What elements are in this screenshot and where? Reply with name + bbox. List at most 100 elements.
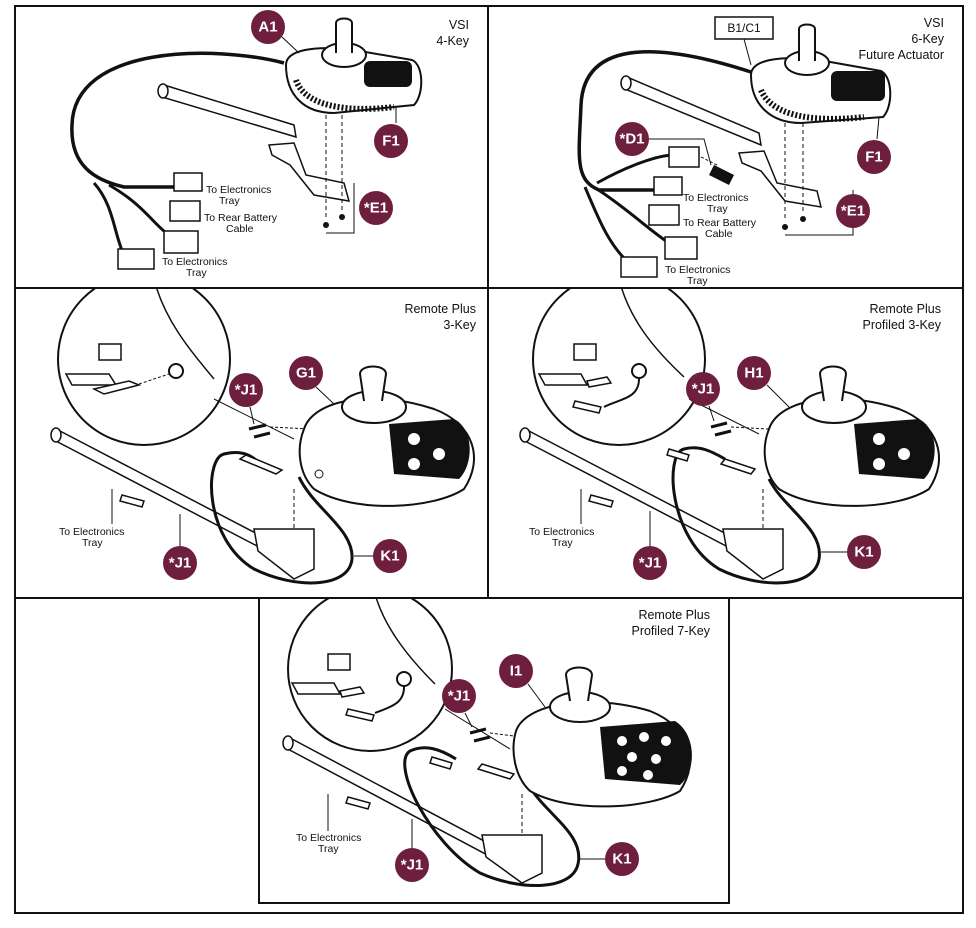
tube-end: [50, 427, 62, 443]
key-4: [627, 752, 637, 762]
inset-bracket: [98, 343, 122, 361]
inset-tube: [537, 373, 589, 386]
inset-cable-plug: [345, 708, 375, 722]
joystick-knob: [818, 365, 848, 402]
label-electronics-tray-b: Tray: [318, 843, 339, 855]
inset-bracket: [327, 653, 351, 671]
remote-plus-profiled-7key-illustration: Remote Plus Profiled 7-Key To Electronic…: [282, 586, 711, 887]
panel-remote-plus-profiled-7key: Remote Plus Profiled 7-Key To Electronic…: [258, 586, 730, 904]
badge-j1-bottom-label: *J1: [401, 857, 424, 874]
panel-remote-plus-3key: Remote Plus 3-Key To Electronics Tray: [14, 272, 489, 599]
inset-tube: [290, 682, 342, 695]
panel-remote-plus-profiled-3key: Remote Plus Profiled 3-Key To Electronic…: [489, 272, 964, 599]
badge-h1-label: H1: [744, 365, 763, 382]
label-rear-battery-a: To Rear Battery: [683, 217, 757, 229]
joystick-cable: [403, 746, 581, 887]
screw-2: [473, 735, 491, 743]
key-1: [617, 736, 627, 746]
controller-grip: [758, 88, 865, 122]
inset-bracket: [573, 343, 597, 361]
panel-vsi-6key: VSI 6-Key Future Actuator B1/C1 To Elect…: [489, 5, 964, 289]
badge-e1-label: *E1: [364, 200, 388, 217]
badge-j1-bottom: [163, 546, 197, 580]
inset-guide: [138, 373, 170, 385]
leader-d1: [649, 138, 712, 166]
badge-j1-top: [442, 679, 476, 713]
label-electronics-tray-1b: Tray: [219, 195, 240, 207]
cable-port: [314, 469, 324, 479]
inset-housing-edge: [374, 593, 436, 685]
keypad-3key: [389, 419, 470, 479]
badge-d1-label: *D1: [619, 131, 644, 148]
key-2: [898, 448, 910, 460]
screw-1: [710, 421, 728, 429]
tube-end: [620, 75, 632, 91]
panel-vsi-4key: VSI 4-Key To Electronics Tray To Rear Ba…: [14, 5, 489, 289]
diagram-frame: [14, 5, 964, 914]
label-electronics-tray-2a: To Electronics: [665, 264, 730, 276]
inset-socket: [168, 363, 184, 379]
badge-j1-bottom-label: *J1: [169, 555, 192, 572]
label-electronics-tray-a: To Electronics: [59, 526, 124, 538]
joystick-knob: [798, 23, 816, 61]
badge-i1: [499, 654, 533, 688]
label-rear-battery-b: Cable: [705, 228, 733, 240]
key-2: [639, 732, 649, 742]
leader-e1: [326, 183, 355, 234]
key-6: [617, 766, 627, 776]
panel-title-line1: Remote Plus: [869, 302, 941, 316]
joystick-knob: [335, 17, 353, 53]
badge-j1-bottom: [633, 546, 667, 580]
label-electronics-tray-1a: To Electronics: [206, 184, 271, 196]
cable-plug: [719, 458, 757, 475]
key-3: [873, 458, 885, 470]
detail-inset: [532, 272, 706, 446]
tube-plug: [588, 494, 614, 508]
label-electronics-tray-2b: Tray: [186, 267, 207, 279]
key-3: [408, 458, 420, 470]
joystick-knob: [564, 666, 594, 702]
panel-title-line1: Remote Plus: [638, 608, 710, 622]
tube-end: [157, 83, 169, 99]
key-1: [408, 433, 420, 445]
label-electronics-tray-2b: Tray: [687, 275, 708, 287]
screw-1: [469, 727, 487, 735]
leader-a1: [281, 36, 300, 54]
leader-i1: [527, 683, 546, 708]
badge-j1-top-label: *J1: [235, 382, 258, 399]
badge-k1: [605, 842, 639, 876]
key-2: [433, 448, 445, 460]
badge-j1-bottom: [395, 848, 429, 882]
cable-branch-middle: [108, 183, 170, 237]
connector-rear-battery: [648, 204, 680, 226]
inset-housing-edge: [618, 278, 685, 378]
label-electronics-tray-a: To Electronics: [296, 832, 361, 844]
label-electronics-tray-1a: To Electronics: [683, 192, 748, 204]
connector-electronics-lower: [620, 256, 658, 278]
actuator-plug: [709, 165, 734, 185]
keypad-3key: [854, 419, 935, 479]
label-rear-battery-b: Cable: [226, 223, 254, 235]
panel-title-line3: Future Actuator: [859, 48, 944, 62]
mounting-bracket: [722, 528, 784, 580]
screw-guide: [730, 426, 770, 430]
connector-rear-battery: [169, 200, 201, 222]
screw-2: [339, 214, 345, 220]
cable-plug: [476, 763, 516, 780]
cable-plug: [238, 454, 284, 475]
badge-g1-label: G1: [296, 365, 316, 382]
panel-title-line1: VSI: [449, 18, 469, 32]
panel-title-line2: 4-Key: [436, 34, 469, 48]
leader-g1: [315, 386, 335, 405]
remote-plus-profiled-3key-illustration: Remote Plus Profiled 3-Key To Electronic…: [519, 272, 942, 585]
key-7: [643, 770, 653, 780]
inset-leader: [213, 398, 295, 440]
tube-end: [282, 735, 294, 751]
panel-title-line2: 3-Key: [443, 318, 476, 332]
panel-title-line1: VSI: [924, 16, 944, 30]
leader-j1-top: [708, 405, 715, 422]
screw-2: [253, 431, 271, 439]
screw-1: [782, 224, 788, 230]
inset-plug: [91, 380, 142, 395]
badge-k1: [373, 539, 407, 573]
